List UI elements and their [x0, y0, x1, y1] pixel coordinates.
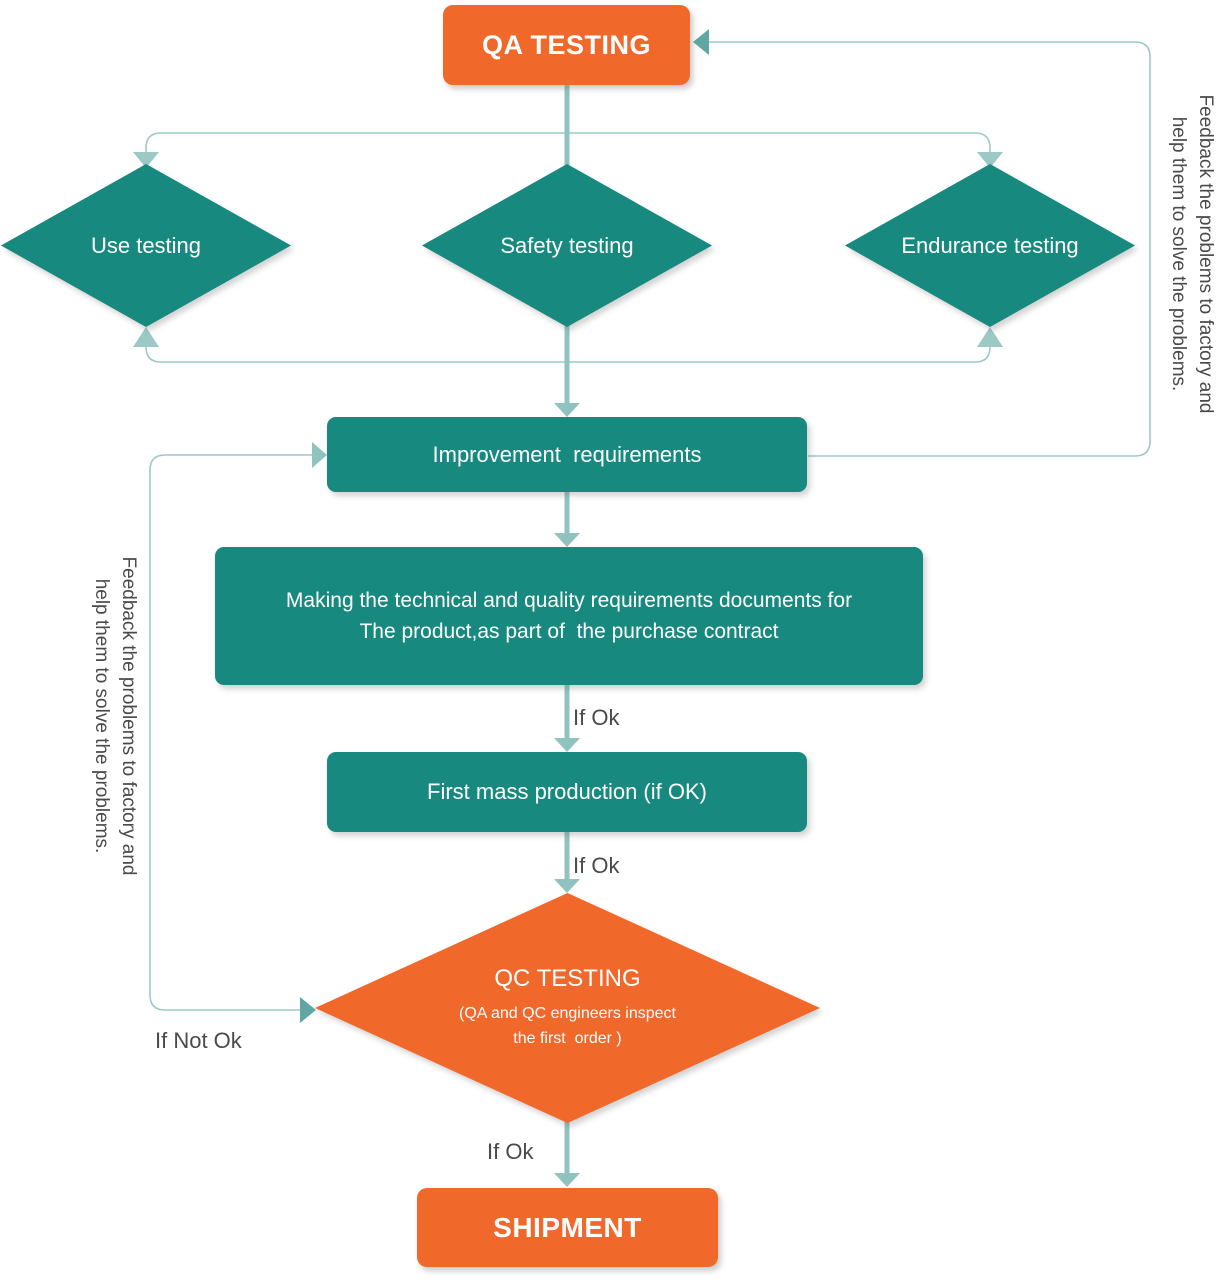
- qc-testing-diamond: QC TESTING (QA and QC engineers inspect …: [315, 893, 820, 1123]
- right-feedback-note: Feedback the problems to factory and hel…: [1165, 69, 1219, 439]
- making-documents-line2: The product,as part of the purchase cont…: [359, 620, 779, 643]
- endurance-testing-diamond: Endurance testing: [845, 164, 1135, 327]
- making-documents-line1: Making the technical and quality require…: [285, 589, 853, 612]
- shipment-node: SHIPMENT: [417, 1188, 718, 1267]
- use-testing-diamond: Use testing: [1, 164, 291, 327]
- arrow-up-endurance-icon: [977, 327, 1003, 347]
- arrow-left-qa-icon: [693, 29, 709, 55]
- arrow-up-use-icon: [133, 327, 159, 347]
- if-ok-label-2: If Ok: [573, 853, 620, 878]
- qa-testing-label: QA TESTING: [481, 29, 651, 60]
- qc-testing-subtitle-line1: (QA and QC engineers inspect: [458, 1005, 676, 1022]
- if-ok-label-1: If Ok: [573, 705, 620, 730]
- improvement-requirements-node: Improvement requirements: [327, 417, 807, 492]
- use-testing-label: Use testing: [90, 232, 202, 258]
- arrow-down-shipment-icon: [554, 1173, 580, 1187]
- making-documents-node: Making the technical and quality require…: [215, 547, 923, 685]
- top-branch-line: [145, 132, 991, 162]
- endurance-testing-label: Endurance testing: [901, 232, 1079, 258]
- first-mass-production-label: First mass production (if OK): [427, 779, 707, 804]
- left-feedback-note: Feedback the problems to factory and hel…: [88, 531, 142, 901]
- arrow-down-qc-icon: [554, 879, 580, 893]
- arrow-right-improvement-icon: [312, 442, 327, 468]
- right-feedback-note-line2: help them to solve the problems.: [1168, 116, 1189, 392]
- qc-testing-subtitle-line2: the first order ): [513, 1030, 622, 1047]
- safety-testing-diamond: Safety testing: [422, 164, 712, 327]
- qa-testing-node: QA TESTING: [443, 5, 690, 85]
- left-feedback-line: [149, 454, 314, 1011]
- bottom-branch-line: [145, 330, 991, 363]
- improvement-requirements-label: Improvement requirements: [432, 441, 702, 467]
- right-feedback-note-line1: Feedback the problems to factory and: [1195, 94, 1216, 414]
- if-not-ok-label: If Not Ok: [155, 1028, 242, 1053]
- left-feedback-note-line2: help them to solve the problems.: [91, 578, 112, 854]
- left-feedback-note-line1: Feedback the problems to factory and: [118, 556, 139, 876]
- if-ok-label-3: If Ok: [487, 1139, 534, 1164]
- arrow-right-qc-icon: [300, 997, 316, 1023]
- shipment-label: SHIPMENT: [493, 1211, 642, 1243]
- arrow-down-firstmass-icon: [554, 738, 580, 752]
- safety-testing-label: Safety testing: [500, 232, 634, 258]
- arrow-down-making-icon: [554, 533, 580, 547]
- first-mass-production-node: First mass production (if OK): [327, 752, 807, 832]
- arrow-down-improvement-icon: [554, 403, 580, 417]
- qc-testing-title: QC TESTING: [494, 965, 641, 992]
